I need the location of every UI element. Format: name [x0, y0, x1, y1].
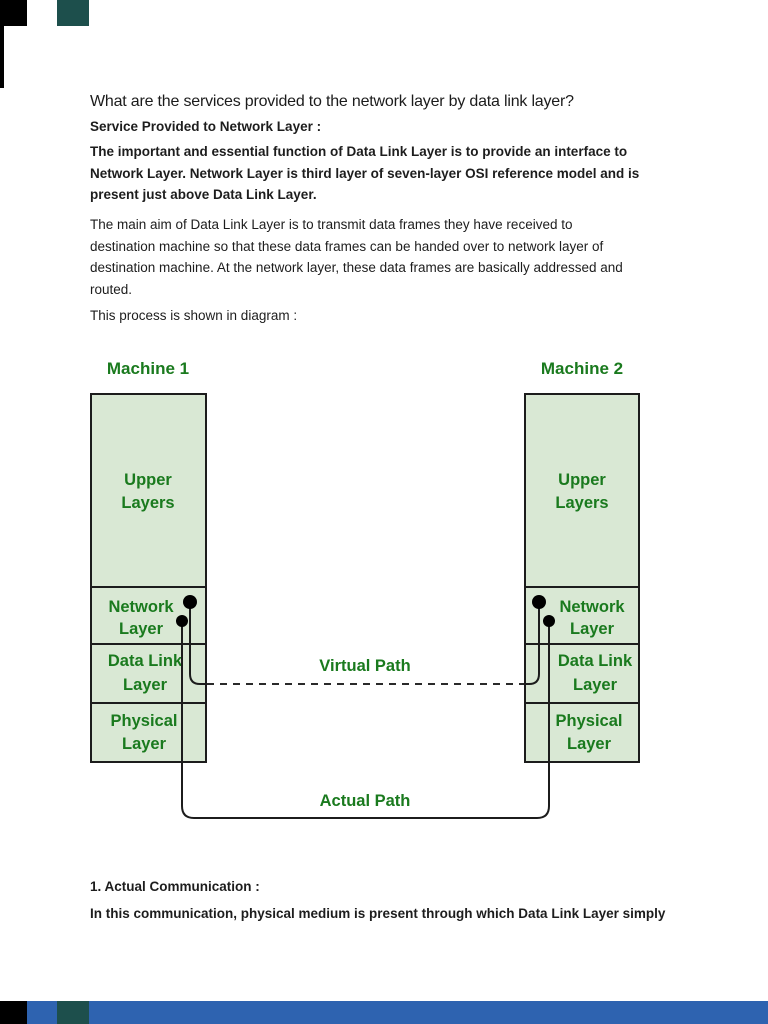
m1-upper-layers-label: Layers [121, 494, 174, 512]
text-line: Network Layer. Network Layer is third la… [90, 165, 640, 181]
m2-physical-layer-label: Layer [567, 735, 612, 753]
viewer-left-edge-strip [0, 0, 4, 88]
text-line: present just above Data Link Layer. [90, 187, 317, 202]
m1-datalink-layer-label: Data Link [108, 652, 183, 670]
m2-network-layer-label: Network [559, 598, 625, 616]
text-line: destination machine so that these data f… [90, 238, 604, 254]
machine2-title: Machine 2 [541, 359, 623, 378]
viewer-footer-teal-tile [57, 1001, 89, 1024]
main-paragraph: The main aim of Data Link Layer is to tr… [90, 214, 623, 300]
m2-network-layer-label: Layer [570, 620, 615, 638]
text-line: routed. [90, 281, 133, 297]
m1-virtual-endpoint-dot [183, 595, 197, 609]
text-line: The important and essential function of … [90, 144, 628, 159]
viewer-corner-tile [0, 0, 27, 26]
section1-text: In this communication, physical medium i… [90, 906, 666, 921]
m2-virtual-path-wire [525, 606, 540, 685]
m1-virtual-path-wire [189, 606, 206, 685]
m2-actual-endpoint-dot [543, 615, 555, 627]
m1-physical-layer-label: Layer [122, 735, 167, 753]
machine1-stack-box [90, 393, 207, 763]
virtual-path-label: Virtual Path [319, 657, 410, 675]
actual-path-wire [181, 624, 550, 819]
actual-path-label: Actual Path [320, 792, 411, 810]
m1-datalink-layer-label: Layer [123, 676, 168, 694]
viewer-footer-corner-tile [0, 1001, 27, 1024]
viewer-top-teal-tile [57, 0, 89, 26]
m1-upper-layers-label: Upper [124, 471, 172, 489]
service-subheading: Service Provided to Network Layer : [90, 119, 322, 134]
m2-datalink-layer-label: Layer [573, 676, 618, 694]
question-title: What are the services provided to the ne… [90, 93, 574, 110]
viewer-footer-bar [0, 1001, 768, 1024]
text-line: destination machine. At the network laye… [90, 260, 623, 275]
m1-actual-endpoint-dot [176, 615, 188, 627]
machine2-stack-box [524, 393, 640, 763]
m2-upper-layers-label: Layers [555, 494, 608, 512]
osi-layers-diagram: Machine 1 Machine 2 Upper Layers Network… [90, 359, 640, 819]
m2-upper-layers-label: Upper [558, 471, 606, 489]
section1-heading: 1. Actual Communication : [90, 879, 260, 894]
m2-physical-layer-label: Physical [556, 712, 623, 730]
m1-network-layer-label: Layer [119, 620, 164, 638]
text-line: The main aim of Data Link Layer is to tr… [90, 217, 573, 232]
diagram-caption: This process is shown in diagram : [90, 308, 298, 323]
m2-datalink-layer-label: Data Link [558, 652, 633, 670]
m1-physical-layer-label: Physical [111, 712, 178, 730]
m2-virtual-endpoint-dot [532, 595, 546, 609]
m1-network-layer-label: Network [108, 598, 174, 616]
machine1-title: Machine 1 [107, 359, 189, 378]
bold-paragraph: The important and essential function of … [90, 141, 639, 206]
